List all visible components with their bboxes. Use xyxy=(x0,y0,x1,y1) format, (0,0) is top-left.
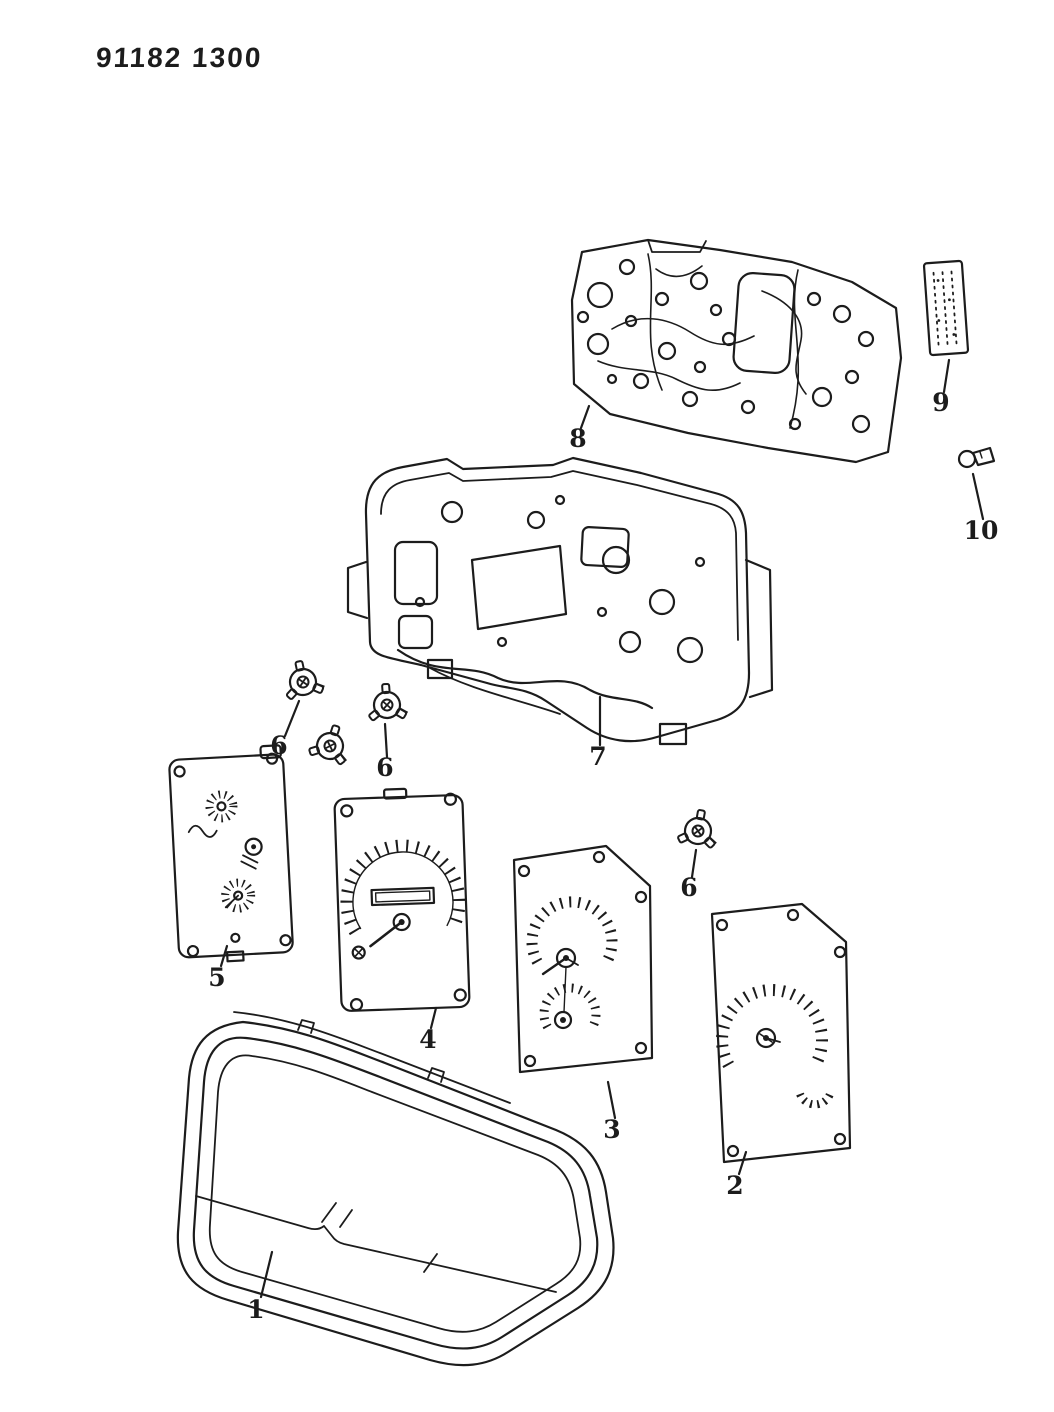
callouts: 1 2 3 4 5 6 6 6 7 8 9 10 xyxy=(208,388,998,1324)
leader-line-5 xyxy=(219,944,229,968)
single-gauge-face xyxy=(710,902,852,1164)
bulb-socket-b xyxy=(306,718,357,768)
speedometer-face xyxy=(333,787,471,1012)
leader-line-6a xyxy=(283,699,301,738)
leader-line-6c xyxy=(690,848,698,879)
leader-line-1 xyxy=(259,1250,274,1299)
callout-3[interactable]: 3 xyxy=(603,1115,620,1144)
leader-line-8 xyxy=(579,404,591,430)
cluster-housing xyxy=(346,456,774,746)
bulb-socket-a xyxy=(278,656,327,702)
leader-line-2 xyxy=(737,1150,748,1176)
dual-gauge-face xyxy=(512,844,654,1074)
callout-2[interactable]: 2 xyxy=(726,1171,743,1200)
bulb-socket-c xyxy=(365,681,410,723)
callout-5[interactable]: 5 xyxy=(208,963,225,992)
callout-1[interactable]: 1 xyxy=(247,1295,264,1324)
callout-4[interactable]: 4 xyxy=(419,1025,436,1054)
bulb-socket-d xyxy=(675,805,723,851)
connector-label-plate xyxy=(922,259,970,357)
leader-line-6b xyxy=(383,722,389,759)
callout-6b[interactable]: 6 xyxy=(376,753,393,782)
indicator-bulb xyxy=(957,446,996,469)
callout-9[interactable]: 9 xyxy=(932,388,949,417)
gauge-plate-left xyxy=(168,744,294,963)
leader-line-9 xyxy=(942,358,951,394)
leader-line-3 xyxy=(606,1080,617,1120)
leader-line-10 xyxy=(971,472,985,521)
callout-7[interactable]: 7 xyxy=(589,742,606,771)
callout-8[interactable]: 8 xyxy=(569,424,586,453)
leader-lines xyxy=(219,358,985,1299)
callout-10[interactable]: 10 xyxy=(964,516,999,545)
callout-6c[interactable]: 6 xyxy=(680,873,697,902)
callout-6a[interactable]: 6 xyxy=(270,731,287,760)
cluster-lens xyxy=(176,1011,615,1367)
circuit-board xyxy=(570,238,903,464)
leader-line-4 xyxy=(429,1006,438,1030)
